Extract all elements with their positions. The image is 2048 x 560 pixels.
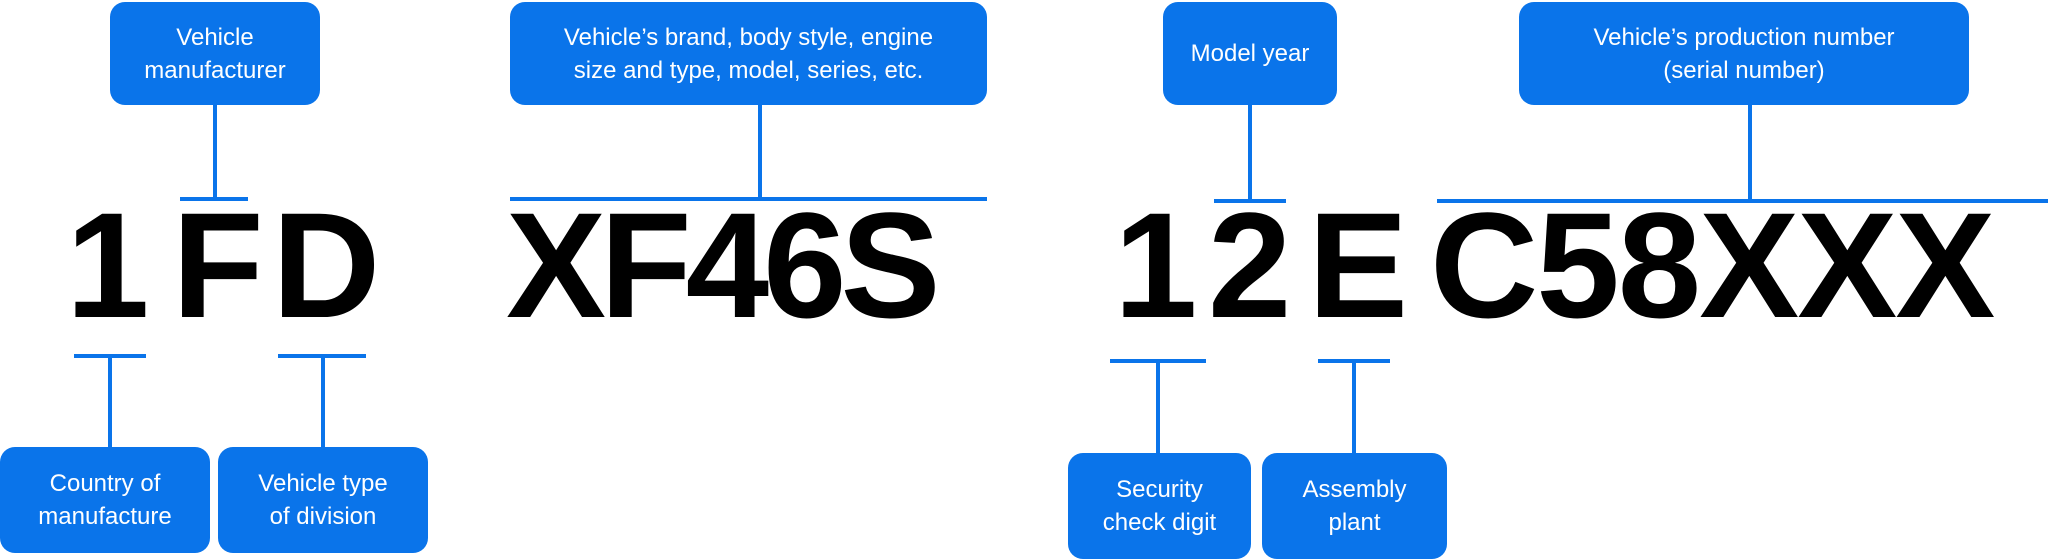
callout-check-digit-line2: check digit (1102, 509, 1217, 536)
vin-char-country: 1 (66, 181, 150, 349)
callout-serial-line2: (serial number) (1663, 56, 1825, 84)
callout-manufacturer: Vehicle manufacturer (110, 2, 320, 105)
vin-char-vehicle-type: D (272, 181, 381, 349)
callout-assembly-plant: Assembly plant (1262, 453, 1447, 559)
vin-char-manufacturer: F (172, 181, 264, 349)
callout-descriptor-line2: size and type, model, series, etc. (573, 56, 924, 84)
connector-check-digit-stem (1156, 361, 1160, 455)
callout-vehicle-type-line1: Vehicle type (258, 470, 388, 497)
callout-vehicle-type-line2: of division (269, 503, 377, 530)
connector-manufacturer-stem (213, 105, 217, 199)
callout-check-digit-line1: Security (1116, 476, 1203, 503)
callout-model-year: Model year (1163, 2, 1337, 105)
connector-country-stem (108, 356, 112, 448)
connector-assembly-plant-stem (1352, 361, 1356, 455)
connector-vehicle-type-stem (321, 356, 325, 448)
callout-serial: Vehicle’s production number (serial numb… (1519, 2, 1969, 105)
connector-model-year-stem (1248, 105, 1252, 201)
callout-assembly-plant-line1: Assembly (1302, 476, 1407, 503)
connector-model-year-bar (1214, 199, 1286, 203)
connector-manufacturer-bar (180, 197, 248, 201)
vin-serial-section: C58XXX (1430, 181, 1995, 349)
callout-manufacturer-line1: Vehicle (176, 23, 254, 51)
vin-descriptor-section: XF46S (506, 181, 941, 349)
vin-char-model-year: 2 (1208, 181, 1292, 349)
callout-country-line1: Country of (49, 470, 161, 497)
callout-descriptor-line1: Vehicle’s brand, body style, engine (563, 23, 934, 51)
connector-serial-bar (1437, 199, 2048, 203)
connector-descriptor-bar (510, 197, 987, 201)
connector-serial-stem (1748, 105, 1752, 201)
connector-descriptor-stem (758, 105, 762, 199)
callout-model-year-line1: Model year (1190, 40, 1310, 67)
callout-country: Country of manufacture (0, 447, 210, 553)
callout-descriptor: Vehicle’s brand, body style, engine size… (510, 2, 987, 105)
callout-country-line2: manufacture (38, 503, 172, 530)
callout-check-digit: Security check digit (1068, 453, 1251, 559)
callout-vehicle-type: Vehicle type of division (218, 447, 428, 553)
callout-manufacturer-line2: manufacturer (144, 56, 286, 84)
vin-char-assembly-plant: E (1308, 181, 1409, 349)
callout-assembly-plant-line2: plant (1328, 509, 1381, 536)
vin-char-check-digit: 1 (1114, 181, 1198, 349)
callout-serial-line1: Vehicle’s production number (1593, 23, 1895, 51)
